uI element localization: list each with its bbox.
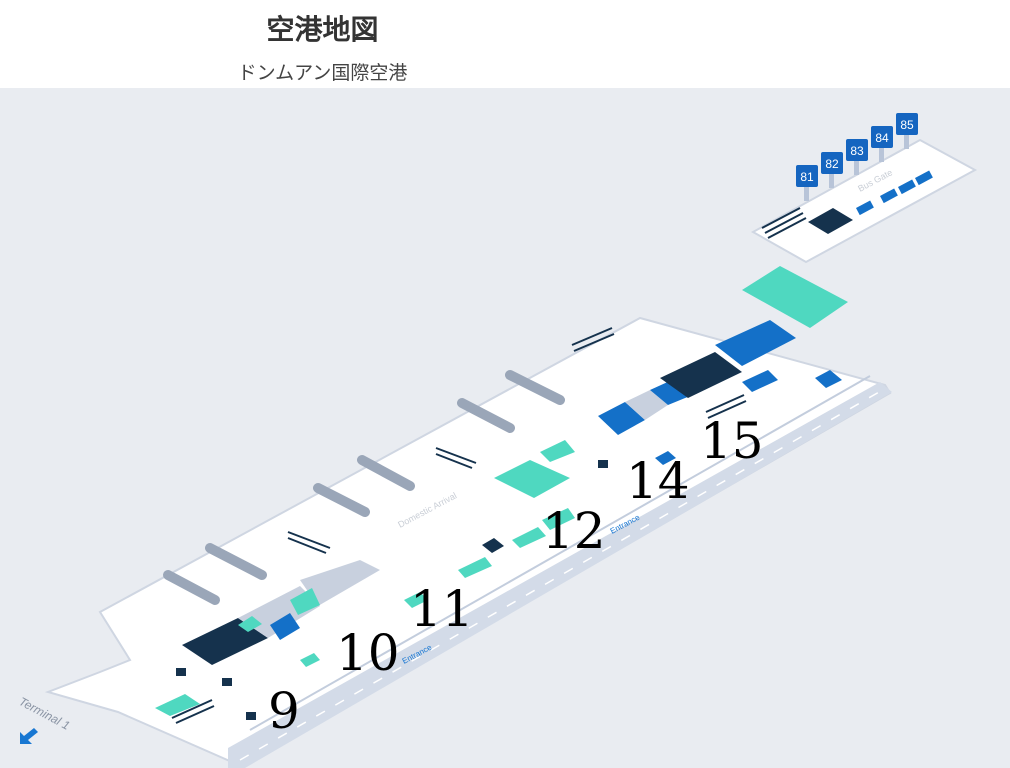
teal-block[interactable]: [458, 557, 492, 578]
grey-corridor: [625, 390, 668, 420]
teal-block[interactable]: [238, 616, 262, 632]
door-number-15: 15: [700, 412, 764, 470]
svg-text:81: 81: [800, 170, 814, 184]
airport-name: ドンムアン国際空港: [237, 62, 408, 84]
blue-block[interactable]: [742, 370, 778, 392]
door-number-9: 9: [268, 682, 300, 740]
bus-gate-platform: [750, 138, 978, 264]
teal-block[interactable]: [542, 508, 575, 530]
svg-text:84: 84: [875, 131, 889, 145]
curb: [249, 375, 871, 731]
terminal-1-label: Terminal 1: [17, 694, 73, 732]
grey-corridor: [300, 560, 380, 606]
door-number-14: 14: [626, 452, 690, 510]
info-icon[interactable]: [222, 678, 232, 686]
blue-block[interactable]: [655, 451, 676, 465]
road-markings: [239, 387, 887, 761]
bus-gate-signs[interactable]: 81 82 83 84 85: [796, 113, 918, 201]
bus-gate-82[interactable]: 82: [821, 152, 843, 188]
teal-area[interactable]: [494, 460, 570, 498]
map-canvas[interactable]: Bus Gate 81 82 83 84 85: [0, 88, 1010, 768]
bus-gate-84[interactable]: 84: [871, 126, 893, 162]
svg-text:83: 83: [850, 144, 864, 158]
info-icon[interactable]: [598, 460, 608, 468]
teal-area[interactable]: [742, 266, 848, 328]
info-icon[interactable]: [176, 668, 186, 676]
escalator-block[interactable]: [808, 208, 853, 234]
teal-block[interactable]: [300, 653, 320, 667]
facility-block[interactable]: [898, 179, 916, 195]
teal-block[interactable]: [404, 592, 428, 608]
teal-block[interactable]: [512, 527, 546, 548]
bus-gate-81[interactable]: 81: [796, 165, 818, 201]
svg-text:85: 85: [900, 118, 914, 132]
blue-block[interactable]: [815, 370, 842, 388]
page-header: 空港地図 ドンムアン国際空港: [0, 0, 1010, 88]
blue-block[interactable]: [598, 402, 645, 435]
facility-block[interactable]: [856, 200, 874, 216]
teal-block[interactable]: [540, 440, 575, 462]
teal-block[interactable]: [290, 588, 320, 615]
svg-text:82: 82: [825, 157, 839, 171]
door-number-11: 11: [410, 580, 474, 638]
page-title: 空港地図: [266, 13, 379, 46]
security-gate-icons: [171, 327, 747, 724]
door-number-10: 10: [336, 624, 400, 682]
door-number-12: 12: [542, 502, 606, 560]
escalator-block[interactable]: [660, 352, 742, 398]
info-icon[interactable]: [246, 712, 256, 720]
facility-block[interactable]: [880, 188, 898, 204]
escalator-block[interactable]: [482, 538, 504, 553]
blue-block[interactable]: [715, 320, 796, 366]
arrow-down-left-icon: [20, 728, 38, 744]
terminal-1-link[interactable]: Terminal 1: [17, 694, 73, 744]
blue-block[interactable]: [270, 613, 300, 640]
facility-block[interactable]: [915, 170, 933, 186]
bus-gate-85[interactable]: 85: [896, 113, 918, 149]
bus-gate-83[interactable]: 83: [846, 139, 868, 175]
jet-bridges[interactable]: [163, 370, 565, 605]
blue-block[interactable]: [650, 380, 690, 405]
security-gate-icon: [761, 207, 807, 239]
airport-map[interactable]: Bus Gate 81 82 83 84 85: [0, 88, 1010, 768]
teal-block[interactable]: [155, 694, 200, 716]
